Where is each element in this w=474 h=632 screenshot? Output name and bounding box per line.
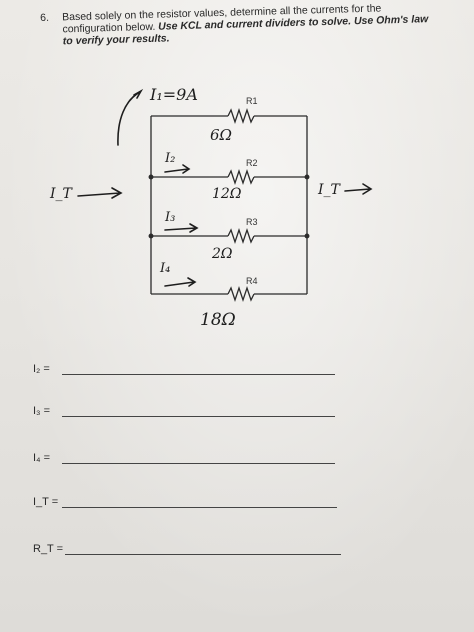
it-left-arrow bbox=[77, 187, 123, 199]
resistor-r4-symbol bbox=[227, 285, 255, 303]
i1-arrowhead bbox=[133, 88, 144, 99]
answer-i3-line[interactable] bbox=[62, 416, 335, 417]
hand-i1-label: I₁=9A bbox=[149, 85, 198, 104]
resistor-r2-symbol bbox=[227, 168, 255, 186]
answer-i4-line[interactable] bbox=[62, 463, 335, 464]
handwriting-strokes bbox=[77, 88, 373, 287]
i2-arrow bbox=[164, 164, 191, 174]
i1-curve-arrow bbox=[117, 91, 141, 146]
hand-i2-label: I₂ bbox=[164, 151, 175, 166]
answer-it-line[interactable] bbox=[62, 507, 337, 508]
i3-arrow bbox=[164, 223, 199, 233]
hand-r1-value: 6Ω bbox=[210, 126, 232, 144]
hand-r4-value: 18Ω bbox=[200, 310, 236, 330]
r3-label: R3 bbox=[246, 217, 258, 227]
r1-label: R1 bbox=[246, 96, 258, 106]
answer-it-label: I_T = bbox=[33, 496, 59, 508]
answer-i4-label: I₄ = bbox=[33, 452, 51, 464]
answer-rt-line[interactable] bbox=[65, 554, 341, 555]
i4-arrow bbox=[164, 277, 197, 287]
answer-i2-label: I₂ = bbox=[33, 363, 50, 375]
hand-it-left-label: I_T bbox=[49, 186, 74, 202]
answer-i2-line[interactable] bbox=[62, 374, 335, 375]
r4-label: R4 bbox=[246, 276, 258, 286]
it-right-arrow bbox=[344, 183, 373, 195]
hand-i4-label: I₄ bbox=[159, 261, 170, 276]
resistor-r3-symbol bbox=[227, 227, 255, 245]
resistor-r1-symbol bbox=[227, 107, 255, 125]
hand-i3-label: I₃ bbox=[164, 210, 175, 225]
circuit-wires bbox=[148, 107, 310, 303]
hand-r2-value: 12Ω bbox=[212, 186, 242, 202]
answer-i3-label: I₃ = bbox=[33, 405, 51, 417]
hand-it-right-label: I_T bbox=[317, 182, 342, 198]
r2-label: R2 bbox=[246, 158, 258, 168]
answer-rt-label: R_T = bbox=[33, 543, 64, 555]
hand-r3-value: 2Ω bbox=[211, 246, 233, 262]
